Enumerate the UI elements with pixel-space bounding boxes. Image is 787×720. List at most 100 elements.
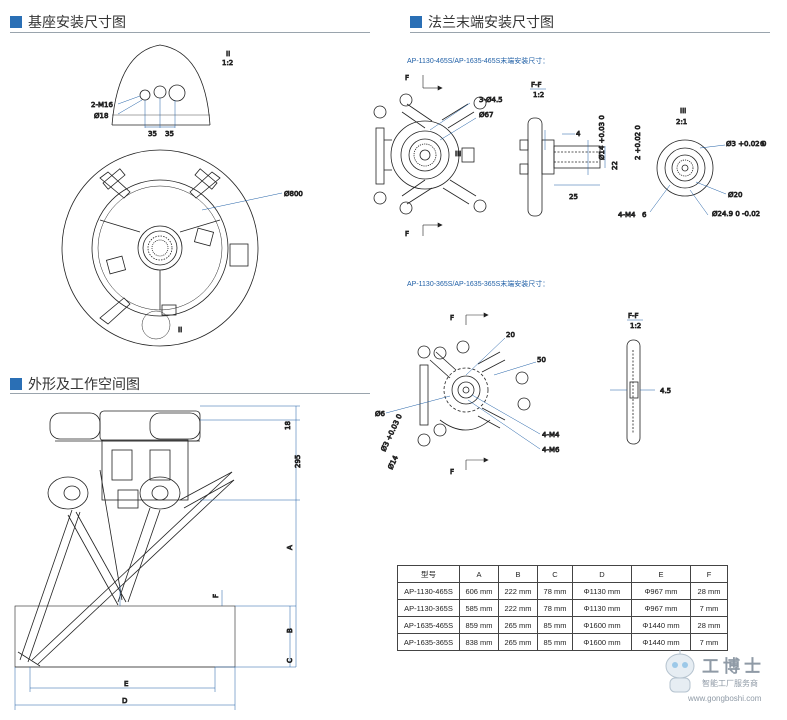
section-arrow-top-365 — [465, 312, 489, 325]
dim-f: F — [212, 594, 220, 598]
header-b: B — [498, 565, 538, 583]
table-row: AP-1635-465S 859 mm 265 mm 85 mm Φ1600 m… — [397, 616, 728, 634]
flange-465-detail-iii — [649, 139, 727, 216]
outer-diameter-label: Ø800 — [284, 190, 303, 198]
f-mark-top: F — [405, 74, 409, 82]
dim-18: 18 — [284, 421, 292, 430]
dim-e: E — [124, 680, 128, 688]
dim-3-365: Ø3 +0.03 0 — [380, 413, 404, 453]
cell-b: 222 mm — [498, 599, 538, 617]
view-iii-label: III — [680, 107, 686, 115]
section-mark-ii: II — [178, 326, 182, 334]
table-row: AP-1130-465S 606 mm 222 mm 78 mm Φ1130 m… — [397, 582, 728, 600]
holes-label: 3-Ø4.5 — [479, 96, 503, 104]
dim-4: 4 — [576, 130, 581, 138]
cell-model: AP-1130-365S — [397, 599, 460, 617]
dim-249: Ø24.9 0 -0.02 — [712, 210, 760, 218]
flange-section-title: 法兰末端安装尺寸图 — [410, 12, 554, 32]
dim-35a: 35 — [148, 130, 157, 138]
cell-d: Φ1130 mm — [572, 582, 632, 600]
dim-b: B — [286, 628, 294, 633]
divider — [410, 32, 770, 33]
watermark: 工博士 智能工厂服务商 www.gongboshi.com — [658, 650, 778, 710]
dim-25: 25 — [569, 193, 578, 201]
spec-table: 型号 A B C D E F AP-1130-465S 606 mm 222 m… — [397, 565, 728, 651]
header-model: 型号 — [397, 565, 460, 583]
cell-b: 265 mm — [498, 633, 538, 651]
cell-c: 85 mm — [537, 616, 573, 634]
dim-20-365: 20 — [506, 331, 515, 339]
table-row: AP-1635-365S 838 mm 265 mm 85 mm Φ1600 m… — [397, 633, 728, 651]
cell-d: Φ1600 mm — [572, 633, 632, 651]
cell-a: 585 mm — [459, 599, 499, 617]
base-section-title: 基座安装尺寸图 — [10, 12, 126, 32]
outline-section-label: 外形及工作空间图 — [28, 376, 140, 392]
ff-scale-365: 1:2 — [630, 322, 641, 330]
cell-e: Φ1440 mm — [631, 616, 691, 634]
cell-d: Φ1600 mm — [572, 616, 632, 634]
ff-scale-465: 1:2 — [533, 91, 544, 99]
cell-a: 606 mm — [459, 582, 499, 600]
divider — [10, 32, 370, 33]
dim-14: Ø14 +0.03 0 — [598, 115, 606, 160]
view-ii-label: II — [226, 50, 230, 58]
dim-35b: 35 — [165, 130, 174, 138]
cell-e: Φ1440 mm — [631, 633, 691, 651]
robot-outline-view — [14, 405, 300, 710]
cell-f: 7 mm — [690, 633, 728, 651]
dim-14-365: Ø14 — [387, 454, 401, 471]
dim-20: Ø20 — [728, 191, 742, 199]
hole-label: 2-M16 — [91, 101, 113, 109]
cell-b: 265 mm — [498, 616, 538, 634]
flange-365-section-view — [610, 339, 655, 445]
bore-label: Ø18 — [94, 112, 108, 120]
view-iii-mark: III — [455, 150, 461, 158]
dim-a: A — [286, 545, 294, 550]
cell-e: Φ967 mm — [631, 582, 691, 600]
header-f: F — [690, 565, 728, 583]
watermark-url: www.gongboshi.com — [688, 694, 762, 703]
cell-a: 859 mm — [459, 616, 499, 634]
ff-label-365: F-F — [628, 312, 639, 320]
cell-c: 85 mm — [537, 633, 573, 651]
f-mark-top-365: F — [450, 314, 454, 322]
section-marker-icon — [10, 378, 22, 390]
watermark-name: 工博士 — [702, 657, 765, 676]
flange-365-caption: AP-1130-365S/AP-1635-365S末端安装尺寸： — [407, 281, 550, 288]
header-d: D — [572, 565, 632, 583]
dim-c: C — [286, 658, 294, 663]
section-arrow-top — [422, 75, 443, 91]
cell-d: Φ1130 mm — [572, 599, 632, 617]
section-arrow-bottom — [422, 222, 443, 236]
header-a: A — [459, 565, 499, 583]
flange-465-section-view — [519, 117, 606, 217]
section-arrow-bottom-365 — [465, 457, 489, 470]
robot-mascot-icon — [665, 650, 695, 693]
depth-6b: 6 — [642, 211, 647, 219]
cell-model: AP-1130-465S — [397, 582, 460, 600]
dim-2: 2 +0.02 0 — [634, 125, 642, 160]
cell-model: AP-1635-365S — [397, 633, 460, 651]
watermark-subtitle: 智能工厂服务商 — [702, 679, 758, 688]
flange-465-front-view — [373, 93, 487, 215]
dim-295: 295 — [294, 455, 302, 468]
view-ii-scale: 1:2 — [222, 59, 233, 67]
outline-section-title: 外形及工作空间图 — [10, 374, 140, 394]
section-marker-icon — [10, 16, 22, 28]
dim-22: 22 — [611, 161, 619, 170]
flange-465-caption: AP-1130-465S/AP-1635-465S末端安装尺寸： — [407, 58, 550, 65]
pcd-label: Ø67 — [479, 111, 493, 119]
dim-50-365: 50 — [537, 356, 546, 364]
table-row: AP-1130-365S 585 mm 222 mm 78 mm Φ1130 m… — [397, 599, 728, 617]
m4-label-365: 4-M4 — [542, 431, 560, 439]
m4-label: 4-M4 — [618, 211, 636, 219]
cell-model: AP-1635-465S — [397, 616, 460, 634]
cell-f: 28 mm — [690, 582, 728, 600]
m6-label-365: 4-M6 — [542, 446, 560, 454]
view-iii-scale: 2:1 — [676, 118, 687, 126]
base-detail-view — [111, 44, 211, 128]
dim-45-365: 4.5 — [660, 387, 671, 395]
dim-3: Ø3 +0.02 0 — [726, 140, 766, 148]
f-mark-bottom-365: F — [450, 468, 454, 476]
ff-label-465: F-F — [531, 81, 542, 89]
